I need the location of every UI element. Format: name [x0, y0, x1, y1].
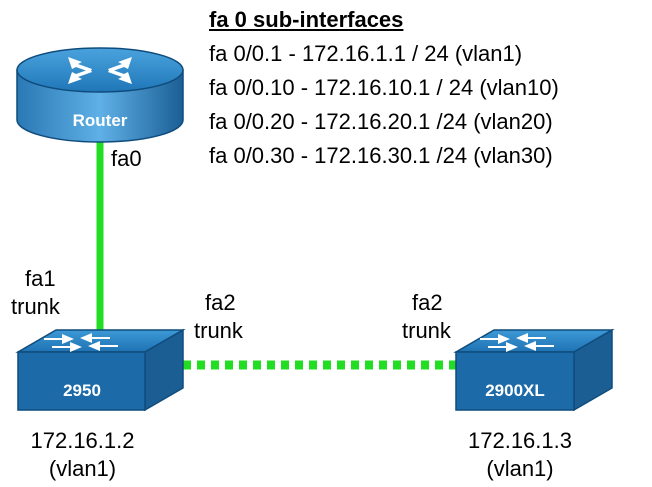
- switch2-ip-label: 172.16.1.3: [468, 428, 572, 453]
- switch1-vlan-label: (vlan1): [48, 456, 117, 481]
- subinterface-item: fa 0/0.10 - 172.16.10.1 / 24 (vlan10): [209, 75, 559, 100]
- switch1-link-port-label: fa2: [205, 290, 236, 315]
- switch2-link-port-label: fa2: [412, 290, 443, 315]
- switch2-label: 2900XL: [485, 381, 545, 400]
- switch2-link-mode-label: trunk: [402, 318, 451, 343]
- subinterfaces-title: fa 0 sub-interfaces: [209, 7, 404, 32]
- subinterface-item: fa 0/0.1 - 172.16.1.1 / 24 (vlan1): [209, 41, 523, 66]
- switch1-label: 2950: [63, 381, 101, 400]
- router-port-label: fa0: [111, 146, 142, 171]
- router-label: Router: [72, 111, 128, 130]
- subinterfaces-list: fa 0/0.1 - 172.16.1.1 / 24 (vlan1) fa 0/…: [209, 37, 559, 173]
- switch1-icon: [15, 328, 186, 412]
- subinterface-item: fa 0/0.20 - 172.16.20.1 /24 (vlan20): [209, 109, 553, 134]
- router-icon: [16, 47, 184, 143]
- switch1-uplink-port-label: fa1: [25, 266, 56, 291]
- switch2-icon: [453, 328, 615, 412]
- subinterface-item: fa 0/0.30 - 172.16.30.1 /24 (vlan30): [209, 143, 553, 168]
- switch1-uplink-mode-label: trunk: [11, 294, 60, 319]
- switch1-link-mode-label: trunk: [194, 318, 243, 343]
- switch1-ip-label: 172.16.1.2: [30, 428, 135, 453]
- switch2-vlan-label: (vlan1): [486, 456, 554, 481]
